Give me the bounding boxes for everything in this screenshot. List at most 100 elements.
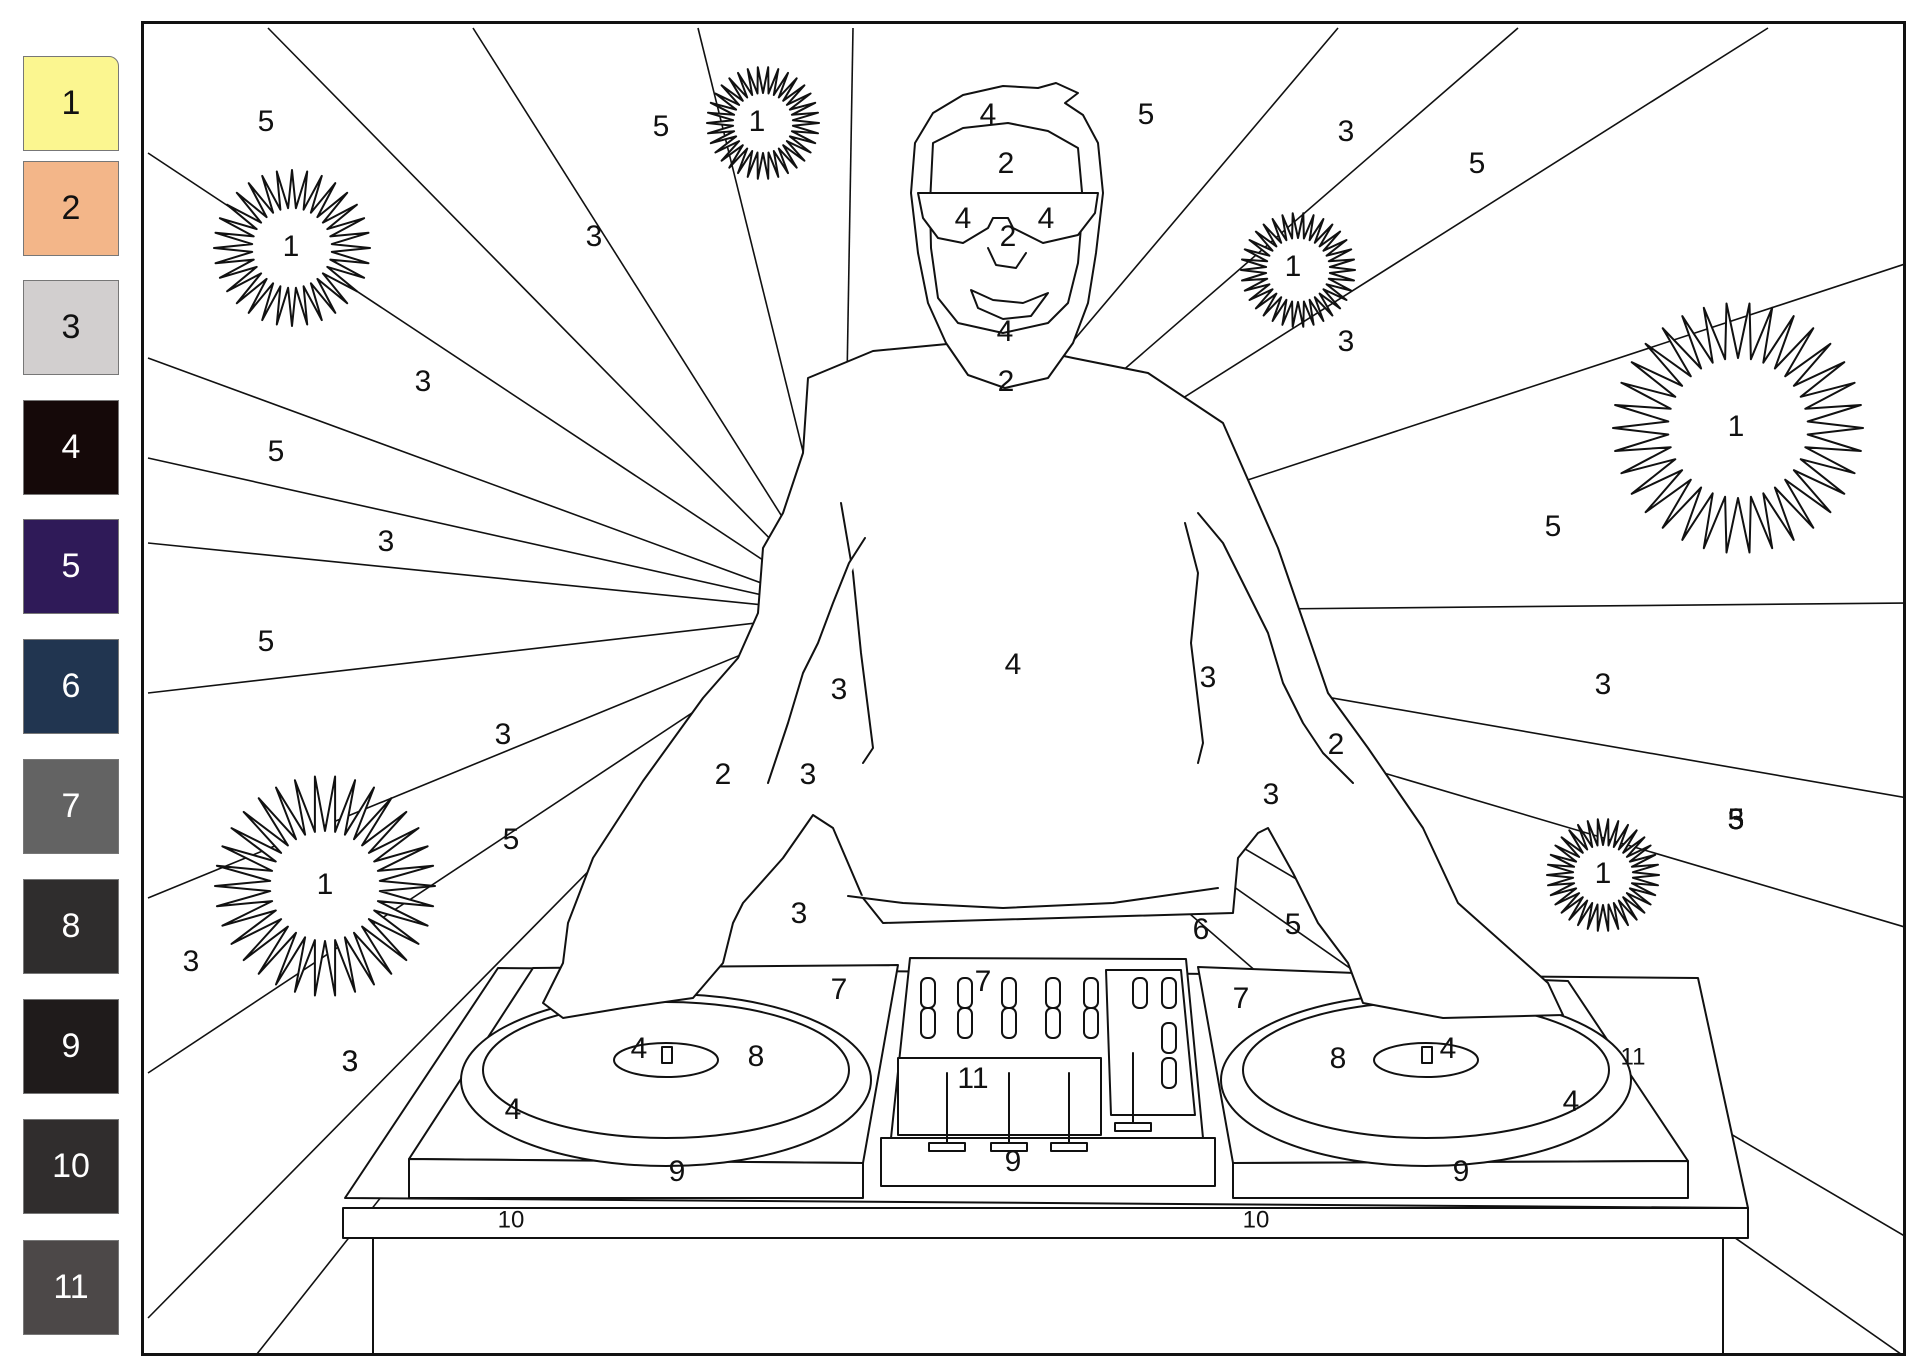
region-number-48: 4: [1440, 1032, 1457, 1065]
region-number-57: 5: [1728, 803, 1745, 836]
dj-face[interactable]: [929, 122, 1084, 334]
dj-body[interactable]: [542, 342, 1564, 1019]
region-number-8: 4: [1038, 202, 1055, 235]
color-swatch-4[interactable]: 4: [23, 400, 119, 495]
right-deck-front[interactable]: [1232, 1160, 1689, 1199]
color-swatch-9[interactable]: 9: [23, 999, 119, 1094]
region-number-42: 7: [1233, 982, 1250, 1015]
region-number-24: 3: [1595, 668, 1612, 701]
region-number-36: 1: [317, 868, 334, 901]
fader-cap-2[interactable]: [1050, 1142, 1088, 1152]
region-number-52: 9: [1005, 1145, 1022, 1178]
right-arm-inner[interactable]: [1197, 512, 1354, 784]
color-palette: 1 2 3 4 5 6 7 8 9 10 11: [0, 0, 140, 1372]
region-number-50: 11: [957, 1062, 988, 1095]
region-number-12: 5: [1138, 98, 1155, 131]
color-swatch-3[interactable]: 3: [23, 280, 119, 375]
region-number-2: 1: [749, 105, 766, 138]
region-number-55: 10: [1243, 1206, 1270, 1233]
dj-nose[interactable]: [987, 247, 1027, 269]
mixer-knob-12[interactable]: [1161, 1022, 1177, 1054]
dj-sunglasses[interactable]: [917, 192, 1099, 244]
ray-10[interactable]: [147, 542, 844, 614]
color-swatch-5[interactable]: 5: [23, 519, 119, 614]
mixer-fader-panel[interactable]: [897, 1057, 1102, 1136]
mixer-knob-4[interactable]: [1083, 977, 1099, 1009]
region-number-0: 5: [258, 105, 275, 138]
region-number-7: 4: [955, 202, 972, 235]
region-number-35: 5: [1728, 803, 1745, 836]
burst-center-0[interactable]: [256, 212, 328, 284]
mixer-knob-0[interactable]: [920, 977, 936, 1009]
region-number-21: 5: [258, 625, 275, 658]
dj-mouth[interactable]: [970, 289, 1049, 320]
color-swatch-11[interactable]: 11: [23, 1240, 119, 1335]
mixer-knob-3[interactable]: [1045, 977, 1061, 1009]
mixer-knob-11[interactable]: [1161, 977, 1177, 1009]
right-turntable-spindle[interactable]: [1421, 1046, 1433, 1064]
region-number-37: 1: [1595, 857, 1612, 890]
left-arm-inner[interactable]: [767, 537, 866, 784]
mixer-knob-10[interactable]: [1132, 977, 1148, 1009]
region-number-28: 2: [715, 758, 732, 791]
table-front[interactable]: [372, 1237, 1724, 1356]
region-number-51: 9: [669, 1155, 686, 1188]
ray-0[interactable]: [267, 27, 844, 614]
mixer-knob-2[interactable]: [1001, 977, 1017, 1009]
ray-9[interactable]: [147, 457, 844, 614]
color-swatch-1[interactable]: 1: [23, 56, 119, 151]
light-bursts[interactable]: [213, 66, 1864, 997]
fader-cap-0[interactable]: [928, 1142, 966, 1152]
region-number-27: 3: [800, 758, 817, 791]
mixer-knob-6[interactable]: [957, 1007, 973, 1039]
burst-center-1[interactable]: [736, 96, 790, 150]
color-swatch-10[interactable]: 10: [23, 1119, 119, 1214]
mixer-knob-7[interactable]: [1001, 1007, 1017, 1039]
color-swatch-2[interactable]: 2: [23, 161, 119, 256]
region-number-60: 5: [1728, 803, 1745, 836]
region-number-30: 3: [1263, 778, 1280, 811]
ray-11[interactable]: [147, 612, 844, 694]
shirt-hem[interactable]: [847, 887, 1219, 909]
region-number-38: 3: [342, 1045, 359, 1078]
region-number-46: 8: [1330, 1042, 1347, 1075]
mixer-knob-13[interactable]: [1161, 1057, 1177, 1089]
dj-figure[interactable]: [342, 82, 1749, 1356]
region-number-3: 1: [283, 230, 300, 263]
mixer-knob-5[interactable]: [920, 1007, 936, 1039]
region-number-58: 3: [342, 1045, 359, 1078]
region-number-40: 5: [1285, 908, 1302, 941]
fader-cap-1[interactable]: [990, 1142, 1028, 1152]
region-number-14: 5: [1469, 147, 1486, 180]
shirt-right-seam[interactable]: [1184, 522, 1204, 764]
burst-center-2[interactable]: [1269, 241, 1327, 299]
left-turntable-spindle[interactable]: [661, 1046, 673, 1064]
color-swatch-6[interactable]: 6: [23, 639, 119, 734]
color-swatch-7[interactable]: 7: [23, 759, 119, 854]
ray-8[interactable]: [147, 357, 844, 614]
region-number-6: 2: [998, 147, 1015, 180]
burst-center-4[interactable]: [275, 836, 375, 936]
region-number-31: 2: [1328, 728, 1345, 761]
region-number-45: 8: [748, 1040, 765, 1073]
color-swatch-8[interactable]: 8: [23, 879, 119, 974]
burst-center-5[interactable]: [1576, 848, 1630, 902]
region-number-16: 1: [1285, 250, 1302, 283]
mixer-knob-1[interactable]: [957, 977, 973, 1009]
region-number-33: 5: [503, 823, 520, 856]
region-number-4: 3: [586, 220, 603, 253]
region-number-17: 1: [1728, 410, 1745, 443]
table-edge[interactable]: [342, 1207, 1749, 1239]
region-number-49: 4: [1563, 1085, 1580, 1118]
burst-center-3[interactable]: [1675, 365, 1801, 491]
region-number-11: 2: [998, 365, 1015, 398]
region-number-25: 4: [1005, 648, 1022, 681]
mixer-knob-9[interactable]: [1083, 1007, 1099, 1039]
region-number-22: 3: [495, 718, 512, 751]
region-number-54: 10: [498, 1206, 525, 1233]
mixer-knob-8[interactable]: [1045, 1007, 1061, 1039]
mixer-side-panel[interactable]: [1105, 969, 1196, 1116]
fader-cap-3[interactable]: [1114, 1122, 1152, 1132]
